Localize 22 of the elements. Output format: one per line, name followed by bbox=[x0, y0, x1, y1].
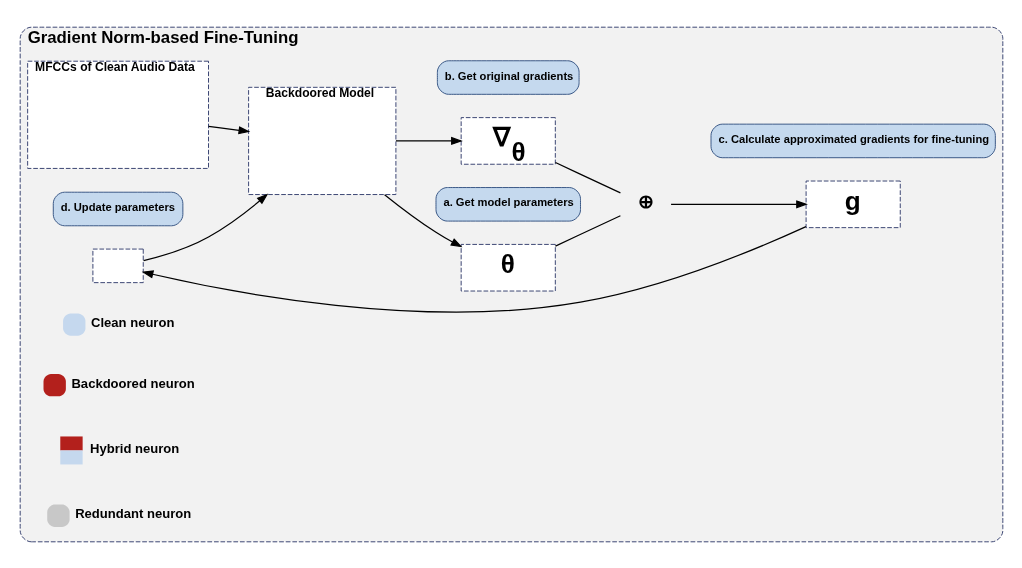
node-box: g bbox=[805, 180, 901, 228]
node-box: a. Get model parameters bbox=[435, 186, 581, 222]
node-box: MFCCs of Clean Audio Data bbox=[26, 60, 209, 169]
node-text: ⊕ bbox=[637, 190, 654, 212]
connector bbox=[554, 161, 621, 194]
arrow bbox=[141, 225, 807, 313]
node-box: c. Calculate approximated gradients for fine-tuning bbox=[710, 123, 996, 158]
node-box: θ bbox=[460, 243, 556, 291]
arrow bbox=[669, 199, 808, 208]
connector bbox=[554, 214, 621, 247]
arrow bbox=[383, 193, 462, 247]
node-box: Backdoored Model bbox=[247, 86, 396, 195]
legend-label: Backdoored neuron bbox=[70, 375, 195, 391]
node-box bbox=[91, 248, 144, 283]
arrow bbox=[207, 125, 250, 134]
legend-label: Redundant neuron bbox=[74, 505, 191, 521]
legend-label: Hybrid neuron bbox=[89, 440, 179, 456]
arrow bbox=[394, 136, 463, 145]
arrow bbox=[142, 193, 268, 261]
legend-label: Clean neuron bbox=[90, 314, 174, 330]
node-box: b. Get original gradients bbox=[436, 59, 580, 95]
node-box: d. Update parameters bbox=[52, 191, 183, 226]
